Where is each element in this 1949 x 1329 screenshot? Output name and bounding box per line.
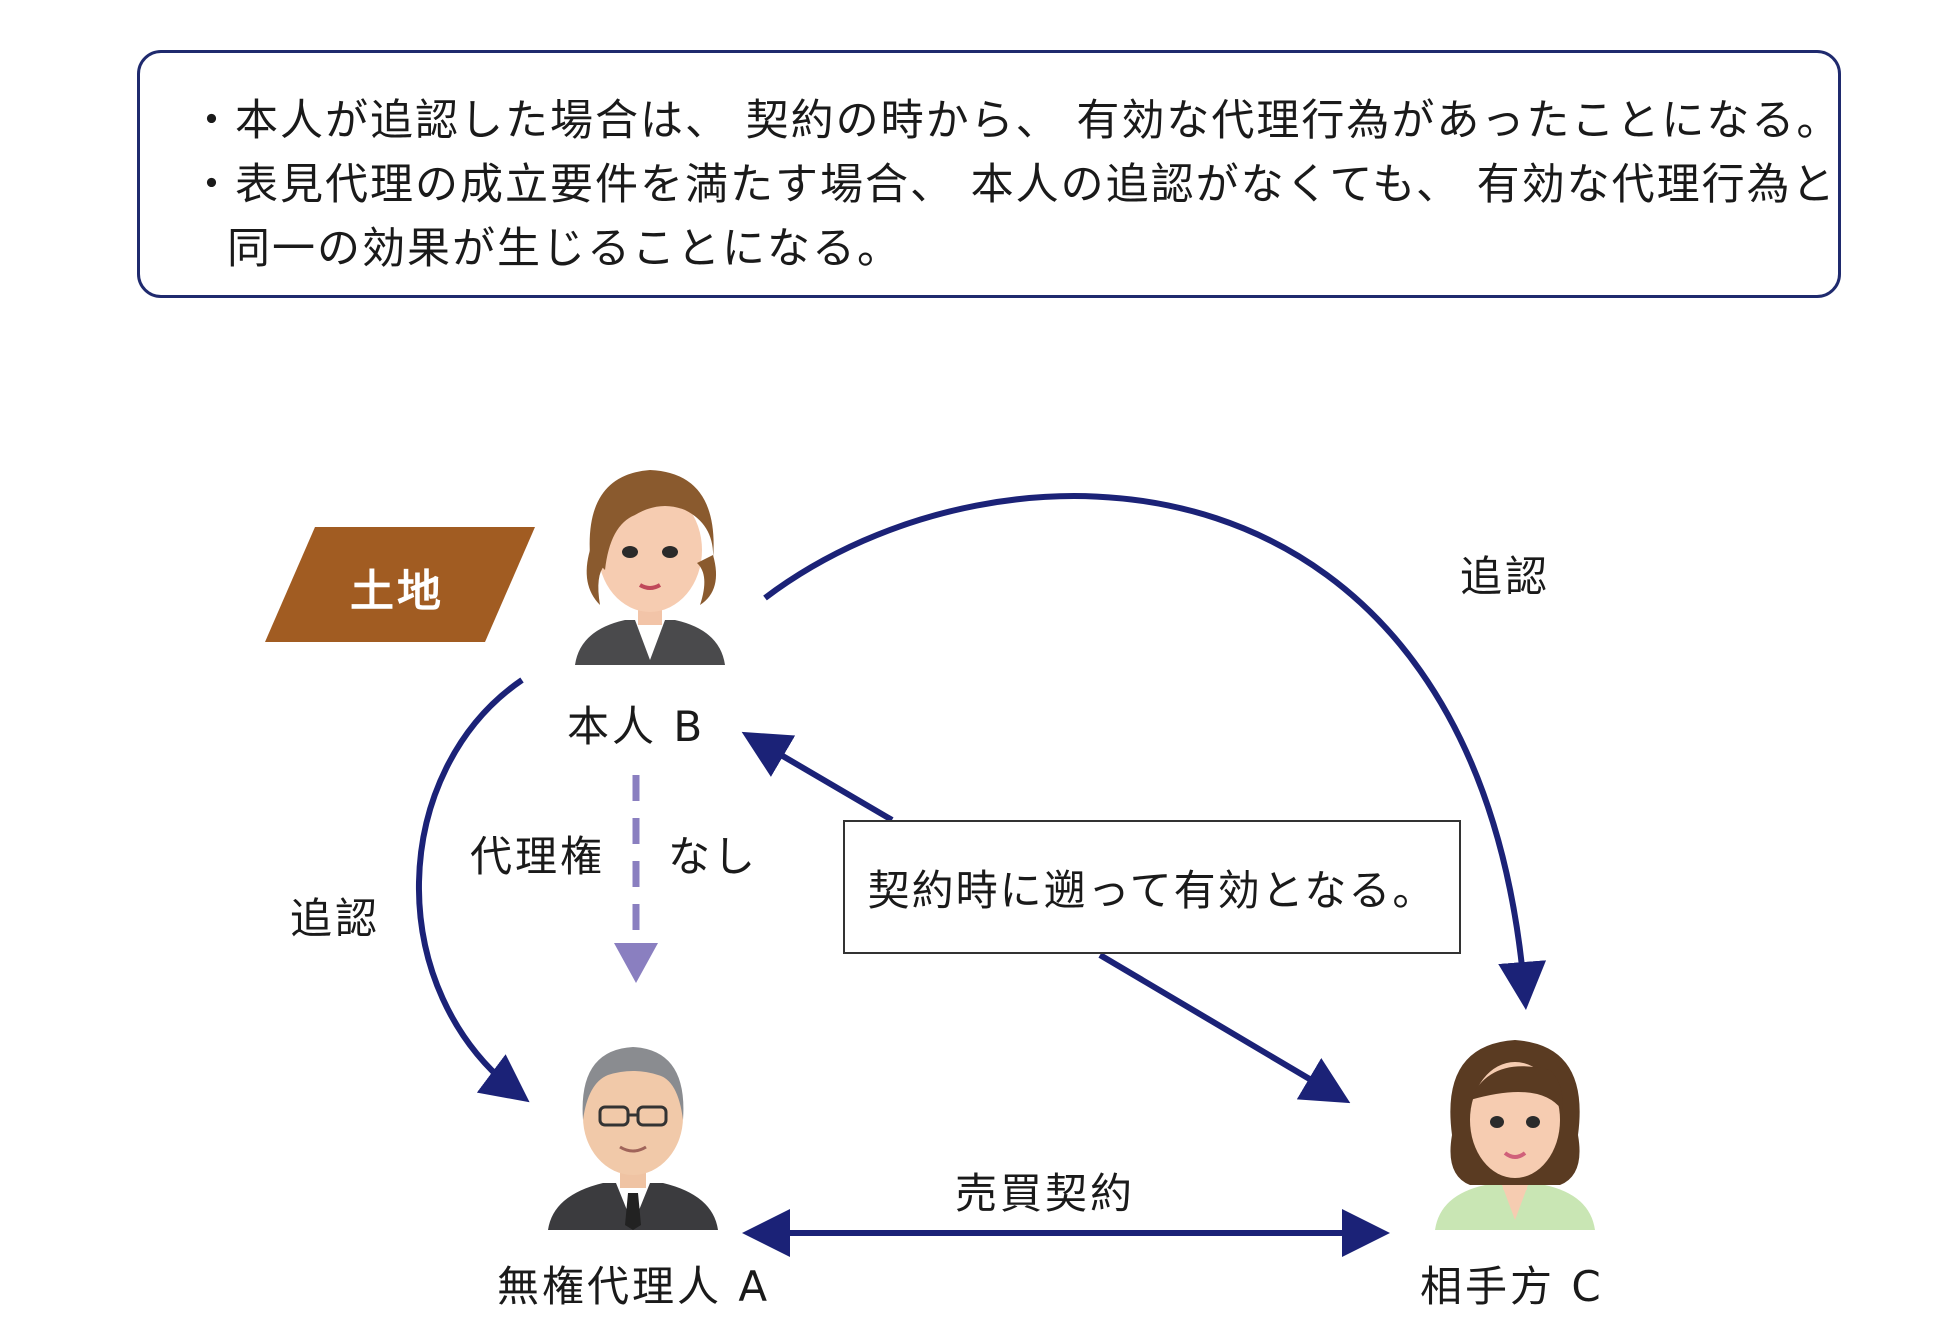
effect-arrow-to-c: [1098, 952, 1351, 1104]
agent-label: 無権代理人 A: [497, 1262, 771, 1311]
note-line-1: ・本人が追認した場合は、 契約の時から、 有効な代理行為があったことになる。: [190, 96, 1842, 146]
ratify-right-arrow: [763, 493, 1547, 1010]
authority-label: 代理権: [470, 832, 606, 881]
authority-dashed-arrowhead: [614, 943, 658, 983]
note-line-2: ・表見代理の成立要件を満たす場合、 本人の追認がなくても、 有効な代理行為と: [190, 160, 1837, 210]
effect-arrow-to-b: [741, 731, 894, 823]
ratify-right-label: 追認: [1460, 552, 1551, 601]
counterparty-avatar: [1435, 1040, 1595, 1230]
authority-none-label: なし: [668, 832, 759, 881]
counterparty-label: 相手方 C: [1420, 1262, 1604, 1311]
principal-label: 本人 B: [567, 702, 706, 751]
land-label: 土地: [350, 566, 444, 617]
ratify-left-label: 追認: [290, 894, 381, 943]
retroactive-effect-box: 契約時に遡って有効となる。: [843, 820, 1461, 954]
land-parallelogram: [265, 527, 535, 642]
explanation-box: [137, 50, 1841, 298]
note-line-3: 同一の効果が生じることになる。: [227, 224, 902, 274]
sale-contract-label: 売買契約: [955, 1169, 1136, 1218]
ratify-left-arrow: [416, 677, 530, 1103]
agent-avatar: [548, 1047, 718, 1230]
principal-avatar: [575, 470, 725, 665]
retroactive-effect-text: 契約時に遡って有効となる。: [867, 865, 1437, 915]
